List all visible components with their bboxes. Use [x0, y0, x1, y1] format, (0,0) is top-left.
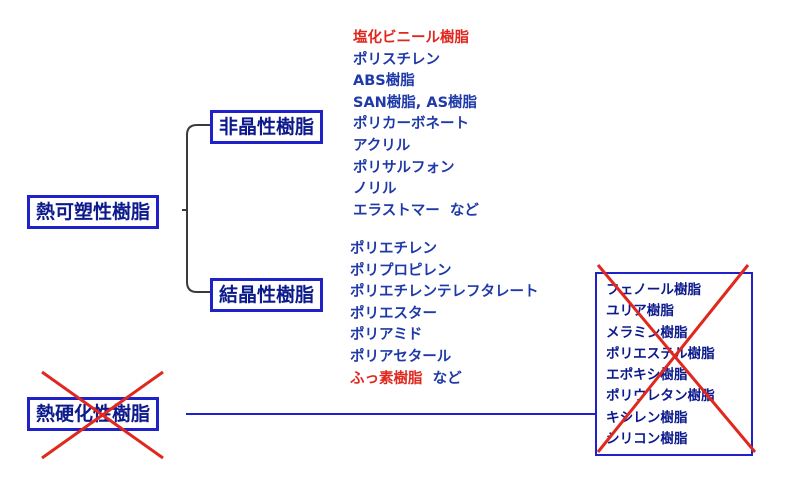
thermoset-item: ユリア樹脂 [606, 303, 674, 320]
thermoset-item: メラミン樹脂 [606, 324, 688, 341]
amorphous-item: ポリサルフォン [353, 159, 455, 176]
crystalline-box: 結晶性樹脂 [210, 278, 324, 312]
crystalline-item: ポリエチレンテレフタレート [350, 284, 539, 301]
thermoplastic-box: 熱可塑性樹脂 [27, 195, 160, 229]
amorphous-item: ABS樹脂 [353, 73, 415, 90]
amorphous-label: 非晶性樹脂 [219, 116, 315, 138]
crystalline-label: 結晶性樹脂 [219, 284, 315, 306]
amorphous-item: ポリカーボネート [353, 116, 469, 133]
thermoset-item: ポリエステル樹脂 [606, 345, 715, 362]
crystalline-item: ポリエチレン [350, 241, 437, 257]
thermoset-item: シリコン樹脂 [606, 431, 688, 448]
thermoset-resin-list: フェノール樹脂 ユリア樹脂 メラミン樹脂 ポリエステル樹脂 エポキシ樹脂 ポリウ… [595, 272, 753, 456]
amorphous-item: エラストマー など [353, 202, 479, 219]
crystalline-item: ふっ素樹脂 など [350, 370, 462, 387]
bracket-connector [186, 124, 210, 293]
amorphous-box: 非晶性樹脂 [210, 110, 324, 144]
thermoset-item: フェノール樹脂 [606, 282, 702, 298]
thermoset-item: ポリウレタン樹脂 [606, 388, 715, 405]
amorphous-item: 塩化ビニール樹脂 [353, 30, 469, 46]
amorphous-resin-list: 塩化ビニール樹脂 ポリスチレン ABS樹脂 SAN樹脂, AS樹脂 ポリカーボネ… [353, 28, 479, 222]
thermoplastic-label: 熱可塑性樹脂 [36, 201, 151, 223]
crystalline-resin-list: ポリエチレン ポリプロピレン ポリエチレンテレフタレート ポリエスター ポリアミ… [350, 239, 539, 390]
amorphous-item: ポリスチレン [353, 51, 440, 68]
thermoset-item: エポキシ樹脂 [606, 367, 688, 384]
thermoset-label: 熱硬化性樹脂 [36, 403, 151, 425]
crystalline-item: ポリエスター [350, 305, 437, 322]
crystalline-item: ポリアミド [350, 327, 423, 344]
thermoset-box: 熱硬化性樹脂 [27, 397, 160, 431]
amorphous-item: アクリル [353, 137, 411, 154]
amorphous-item: SAN樹脂, AS樹脂 [353, 94, 478, 111]
crystalline-item: ポリプロピレン [350, 262, 452, 279]
crystalline-item: ポリアセタール [350, 348, 452, 365]
amorphous-item: ノリル [353, 181, 397, 198]
thermoset-item: キシレン樹脂 [606, 409, 688, 426]
